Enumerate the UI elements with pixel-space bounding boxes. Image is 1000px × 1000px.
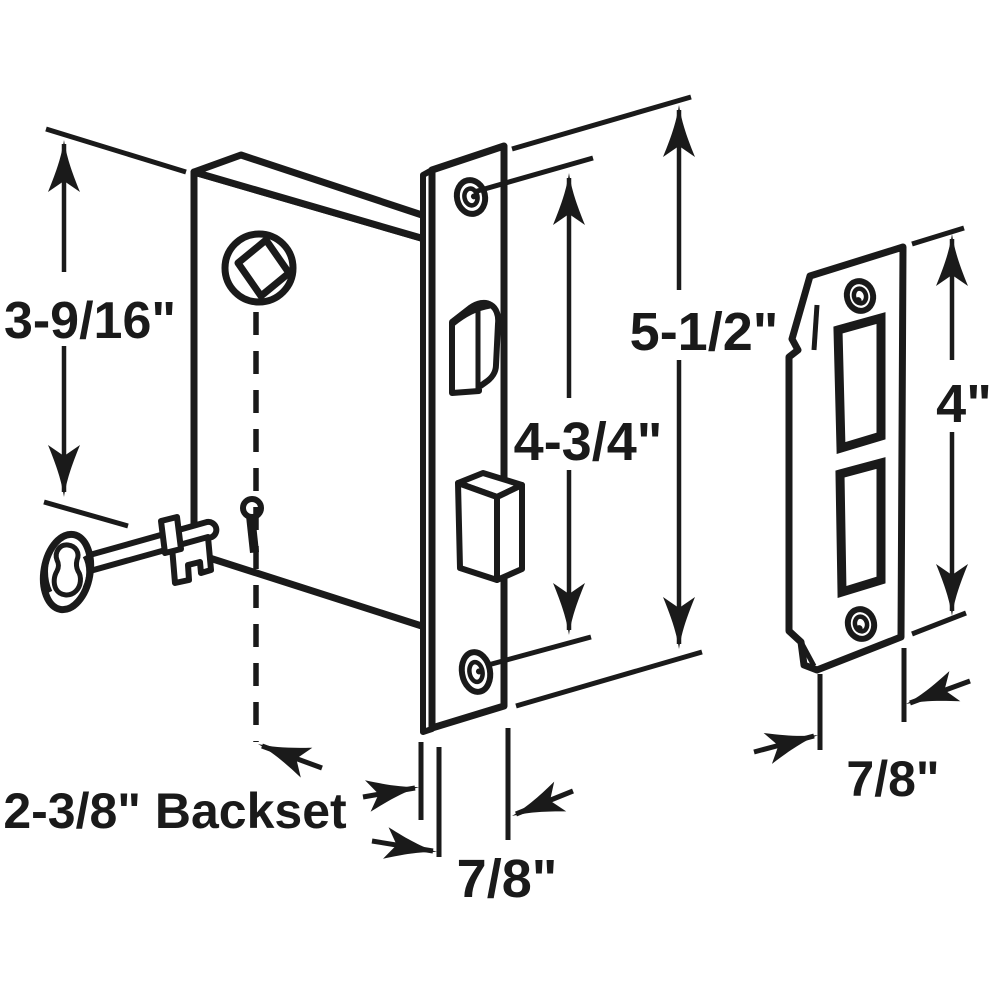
key-bow (39, 530, 95, 614)
strike-plate-lip-bottom (797, 638, 817, 668)
faceplate-screw-hole-bottom (458, 649, 494, 695)
arrowhead-right-icon (365, 771, 422, 812)
dimension-screw-spacing: 4-3/4" (473, 155, 663, 668)
dimension-strike-width: 7/8" (753, 648, 971, 807)
arrowhead-left-icon (900, 671, 961, 720)
lock-case-front-face (190, 168, 432, 632)
dimension-label-strike-width: 7/8" (846, 751, 939, 807)
dimension-label-faceplate-width: 7/8" (457, 849, 558, 909)
arrowhead-left-icon (252, 729, 313, 778)
deadbolt (455, 470, 525, 583)
arrowhead-right-icon (383, 827, 440, 868)
arrowhead-left-icon (506, 781, 567, 831)
dimension-lock-height: 3-9/16" (4, 126, 187, 529)
faceplate-screw-hole-top (453, 177, 489, 217)
arrowhead-right-icon (763, 719, 823, 764)
dimension-label-screw-spacing: 4-3/4" (514, 412, 663, 472)
dimension-label-lock-height: 3-9/16" (4, 292, 176, 350)
dimension-faceplate-length: 5-1/2" (511, 94, 779, 709)
dimension-label-strike-height: 4" (936, 374, 992, 434)
faceplate-front-face (428, 142, 508, 732)
dimension-label-backset: 2-3/8" Backset (3, 783, 347, 839)
faceplate (420, 142, 508, 735)
strike-screw-hole-bottom (844, 606, 878, 642)
dimension-label-faceplate-length: 5-1/2" (630, 302, 779, 362)
strike-plate (785, 243, 907, 674)
latch-bolt (449, 299, 502, 396)
key-collar (158, 514, 184, 556)
keyhole-pin (240, 496, 264, 553)
dimension-strike-height: 4" (911, 225, 992, 637)
spindle-square (234, 236, 293, 300)
key-shaft (83, 518, 220, 574)
strike-cutout-top (833, 312, 886, 455)
strike-screw-hole-top (843, 278, 877, 314)
strike-plate-lip-edge (811, 304, 820, 351)
dimension-faceplate-width: 7/8" (371, 728, 574, 909)
skeleton-key (39, 514, 220, 614)
strike-cutout-bottom (835, 457, 886, 599)
strike-plate-body (785, 243, 907, 674)
dimension-backset: 2-3/8" Backset (3, 729, 424, 839)
lock-case (190, 151, 432, 742)
